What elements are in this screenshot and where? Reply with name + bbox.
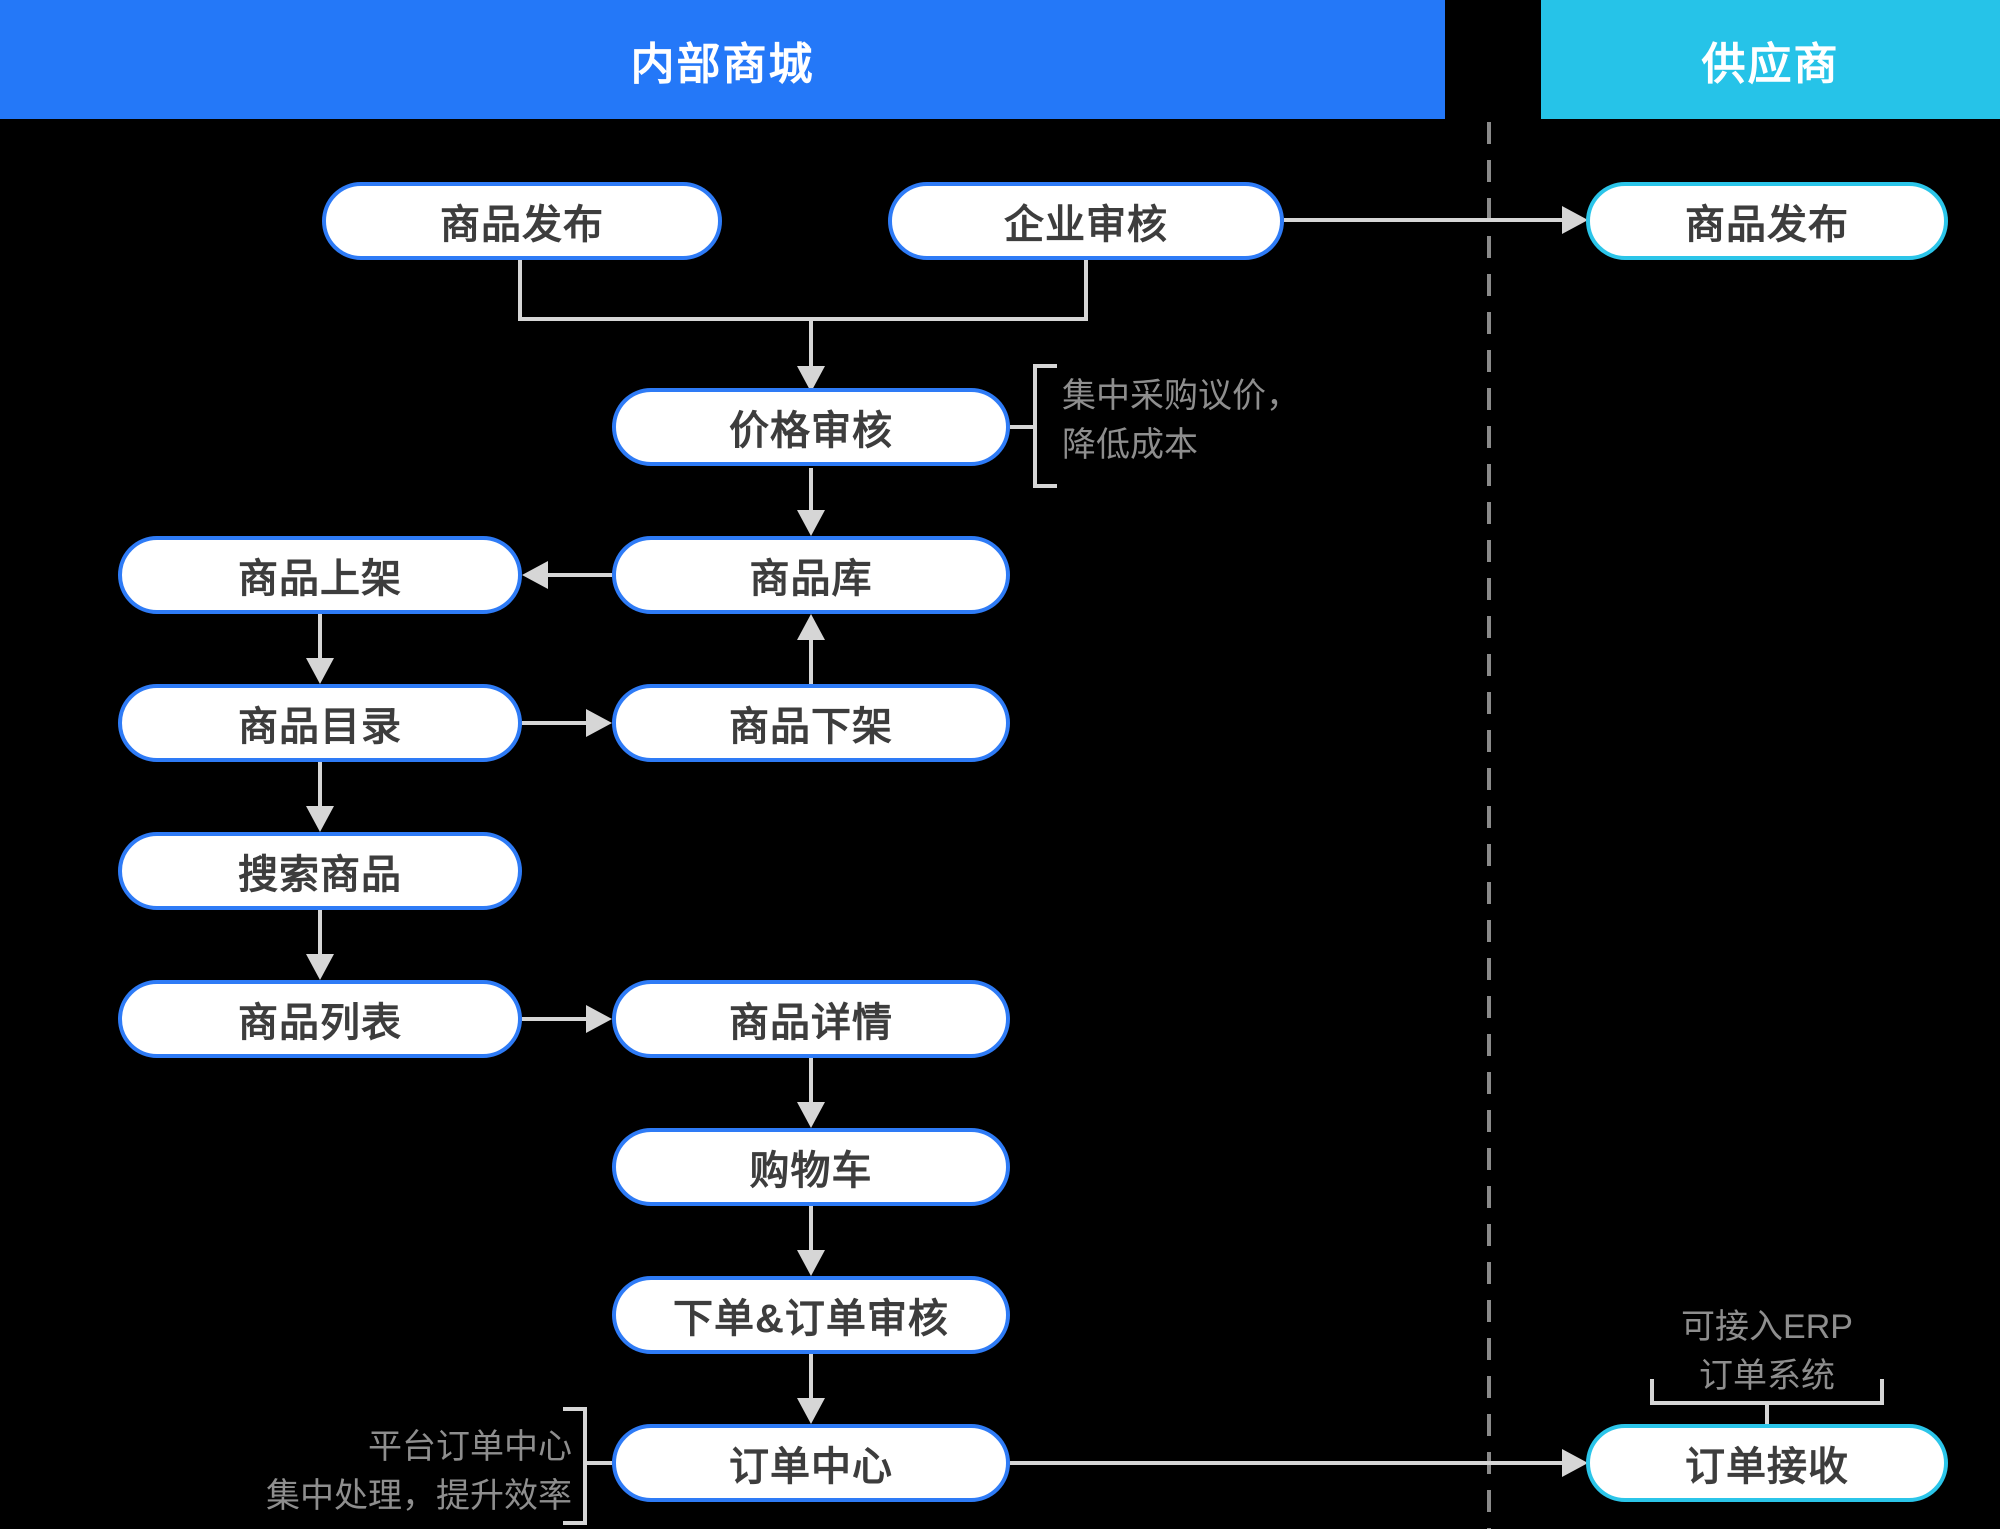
section-header-supplier: 供应商 xyxy=(1541,0,2000,119)
arrowhead-left-to-on-shelf xyxy=(522,561,548,589)
node-price-review: 价格审核 xyxy=(612,388,1010,466)
arrowhead-down-to-list xyxy=(306,954,334,980)
arrowhead-down-to-catalog xyxy=(306,658,334,684)
arrowhead-down-to-search xyxy=(306,806,334,832)
connector-merge-bus xyxy=(518,259,1088,321)
price-note-bracket xyxy=(1033,364,1057,488)
node-product-catalog: 商品目录 xyxy=(118,684,522,762)
arrowhead-down-to-order-center xyxy=(797,1398,825,1424)
node-product-detail: 商品详情 xyxy=(612,980,1010,1058)
node-shopping-cart: 购物车 xyxy=(612,1128,1010,1206)
order-center-note: 平台订单中心 集中处理，提升效率 xyxy=(266,1423,572,1521)
node-place-order-review: 下单&订单审核 xyxy=(612,1276,1010,1354)
arrowhead-up-to-library xyxy=(797,614,825,640)
arrowhead-right-to-off-shelf xyxy=(586,709,612,737)
order-receive-note: 可接入ERP 订单系统 xyxy=(1567,1303,1967,1401)
order-center-note-line2: 集中处理，提升效率 xyxy=(266,1477,572,1515)
price-review-note: 集中采购议价， 降低成本 xyxy=(1062,372,1300,470)
node-product-publish-internal: 商品发布 xyxy=(322,182,722,260)
node-enterprise-review: 企业审核 xyxy=(888,182,1284,260)
arrowhead-right-to-supplier-publish xyxy=(1562,206,1588,234)
arrowhead-right-to-order-receive xyxy=(1562,1449,1588,1477)
arrowhead-down-to-price-review xyxy=(797,366,825,392)
node-product-off-shelf: 商品下架 xyxy=(612,684,1010,762)
section-header-internal-mall: 内部商城 xyxy=(0,0,1445,119)
node-order-center: 订单中心 xyxy=(612,1424,1010,1502)
node-order-receive: 订单接收 xyxy=(1586,1424,1948,1502)
node-product-library: 商品库 xyxy=(612,536,1010,614)
erp-note-bracket xyxy=(1650,1379,1884,1405)
order-center-note-line1: 平台订单中心 xyxy=(368,1428,572,1466)
node-product-list: 商品列表 xyxy=(118,980,522,1058)
order-center-note-bracket xyxy=(563,1407,587,1525)
arrowhead-down-to-cart xyxy=(797,1102,825,1128)
arrowhead-down-to-library xyxy=(797,510,825,536)
order-receive-note-line2: 订单系统 xyxy=(1699,1357,1835,1395)
price-review-note-line2: 降低成本 xyxy=(1062,426,1198,464)
price-review-note-line1: 集中采购议价， xyxy=(1062,377,1300,415)
arrowhead-down-to-place-order xyxy=(797,1250,825,1276)
node-product-on-shelf: 商品上架 xyxy=(118,536,522,614)
order-receive-note-line1: 可接入ERP xyxy=(1681,1308,1853,1346)
arrowhead-right-to-detail xyxy=(586,1005,612,1033)
node-product-publish-supplier: 商品发布 xyxy=(1586,182,1948,260)
node-search-product: 搜索商品 xyxy=(118,832,522,910)
